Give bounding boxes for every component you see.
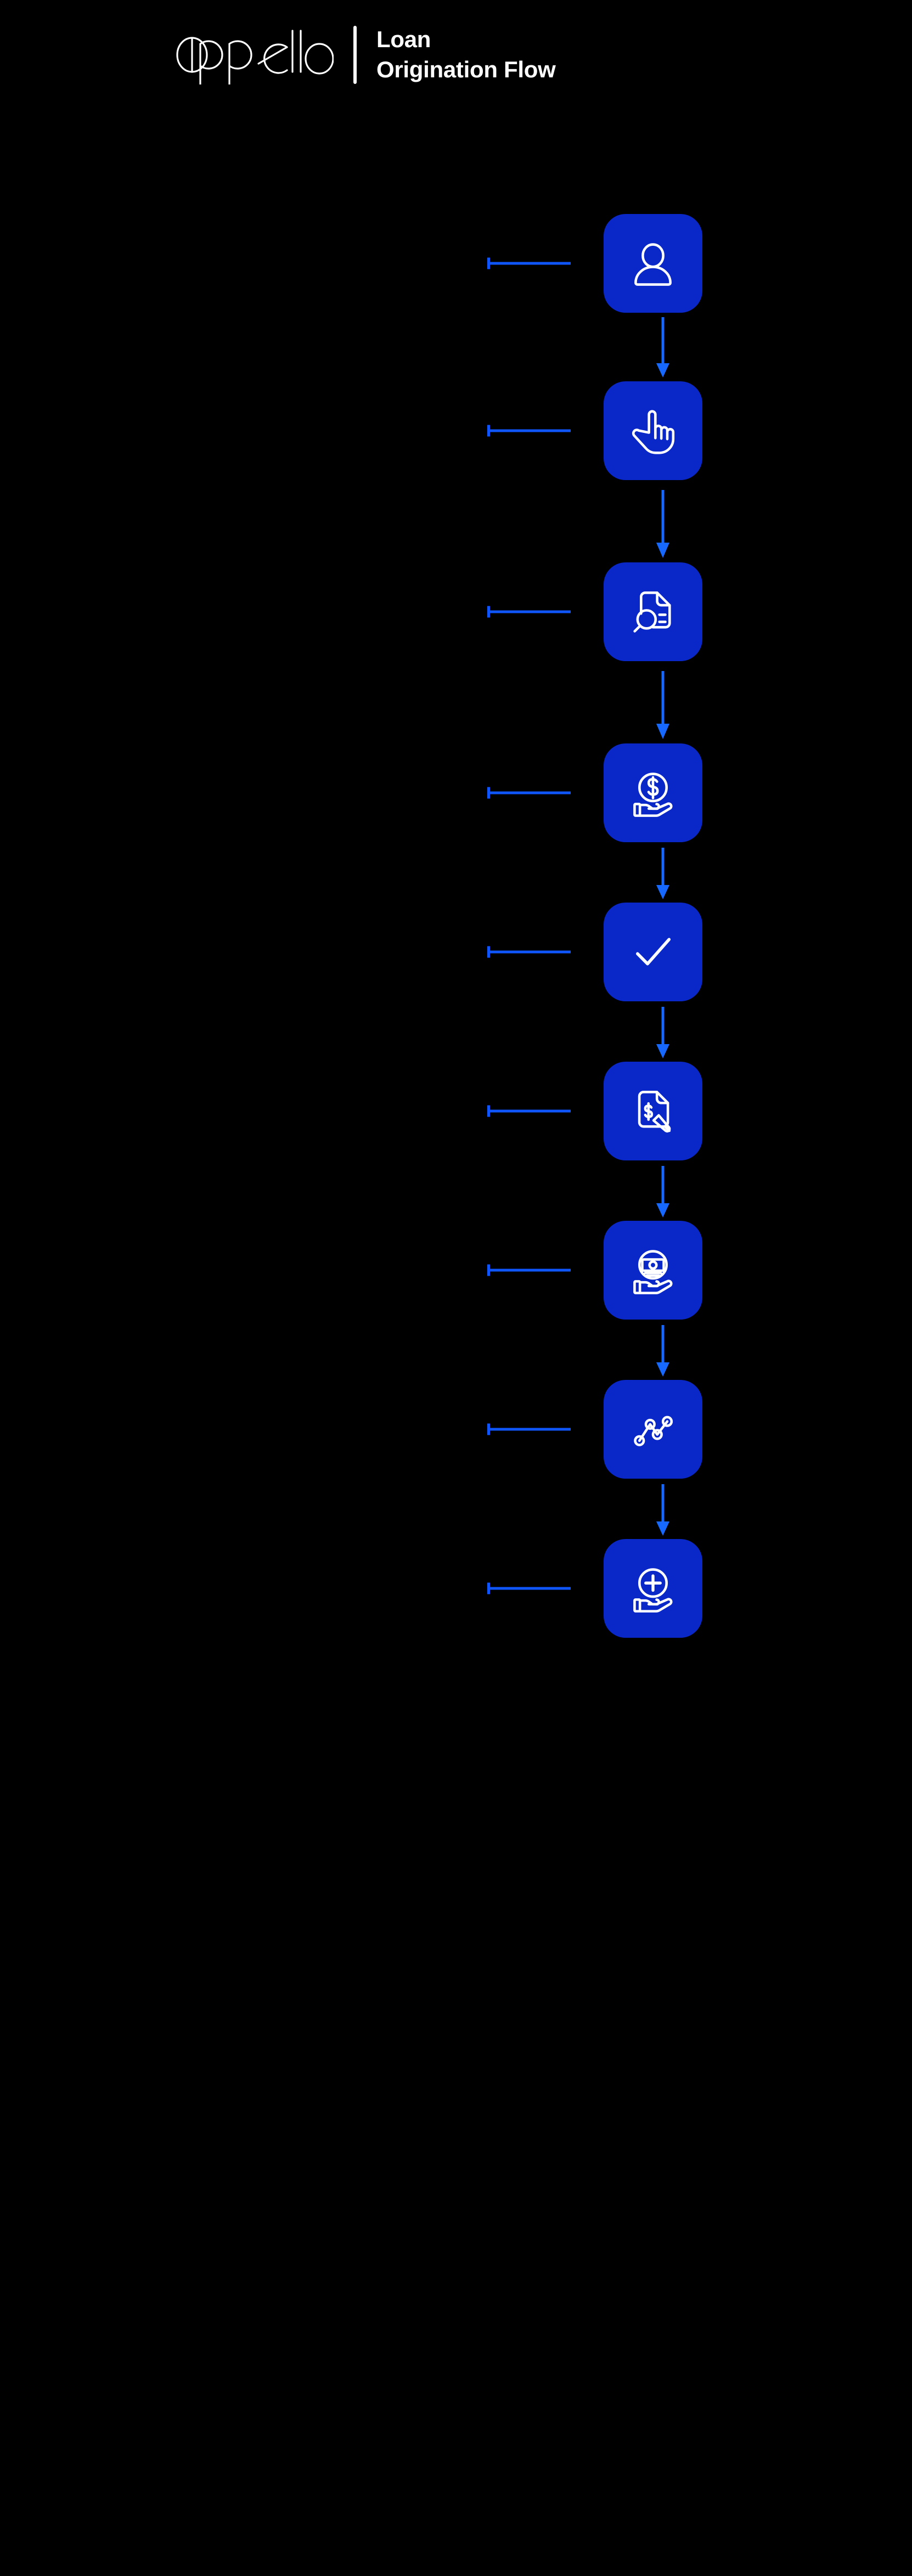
connector-rule <box>489 791 571 794</box>
hand-holding-dollar-coin-icon <box>633 773 673 817</box>
document-dollar-sign-pen-icon <box>638 1091 671 1133</box>
connector-tick-icon <box>487 606 490 618</box>
flow-step-3[interactable] <box>0 562 912 661</box>
document-search-icon <box>633 591 671 633</box>
connector-rule <box>489 262 571 265</box>
hand-holding-banknote-icon <box>633 1250 673 1294</box>
flow-arrow-2 <box>0 480 912 562</box>
flow-step-6[interactable] <box>0 1062 912 1160</box>
flow-diagram <box>0 214 912 1638</box>
connector-tick-icon <box>487 1423 490 1435</box>
flow-arrow-6 <box>0 1160 912 1221</box>
connector-tick-icon <box>487 425 490 437</box>
step-tile-5[interactable] <box>604 903 702 1001</box>
flow-step-4[interactable] <box>0 743 912 842</box>
connector-tick-icon <box>487 1582 490 1594</box>
connector-rule <box>489 950 571 954</box>
flow-arrow-1 <box>0 313 912 381</box>
connector-tick-icon <box>487 1105 490 1117</box>
step-connector-line-4 <box>487 787 571 799</box>
connector-rule <box>489 1269 571 1272</box>
flow-arrow-7 <box>0 1320 912 1380</box>
step-tile-7[interactable] <box>604 1221 702 1320</box>
step-connector-line-2 <box>487 425 571 437</box>
flow-arrow-8 <box>0 1479 912 1539</box>
connector-tick-icon <box>487 787 490 799</box>
connector-tick-icon <box>487 1264 490 1276</box>
flow-step-7[interactable] <box>0 1221 912 1320</box>
connector-tick-icon <box>487 946 490 958</box>
step-connector-line-6 <box>487 1105 571 1117</box>
step-tile-3[interactable] <box>604 562 702 661</box>
step-tile-9[interactable] <box>604 1539 702 1638</box>
flow-step-2[interactable] <box>0 381 912 480</box>
step-tile-2[interactable] <box>604 381 702 480</box>
flow-step-8[interactable] <box>0 1380 912 1479</box>
step-connector-line-9 <box>487 1582 571 1594</box>
header-divider <box>353 26 357 84</box>
step-tile-8[interactable] <box>604 1380 702 1479</box>
step-tile-4[interactable] <box>604 743 702 842</box>
user-icon <box>634 243 672 286</box>
connector-rule <box>489 1428 571 1431</box>
step-tile-6[interactable] <box>604 1062 702 1160</box>
step-connector-line-7 <box>487 1264 571 1276</box>
flow-step-5[interactable] <box>0 903 912 1001</box>
page-title: Loan Origination Flow <box>376 26 556 82</box>
step-connector-line-8 <box>487 1423 571 1435</box>
header-inner: Loan Origination Flow <box>159 25 556 86</box>
step-tile-1[interactable] <box>604 214 702 313</box>
appello-logo-icon <box>159 25 334 86</box>
flow-step-1[interactable] <box>0 214 912 313</box>
page-header: Loan Origination Flow <box>0 0 912 110</box>
connector-tick-icon <box>487 257 490 269</box>
connector-rule <box>489 1109 571 1113</box>
connector-rule <box>489 1587 571 1590</box>
flow-arrow-4 <box>0 842 912 903</box>
connector-rule <box>489 610 571 613</box>
flow-arrow-5 <box>0 1001 912 1062</box>
hand-holding-plus-icon <box>633 1568 673 1613</box>
pointing-hand-icon <box>632 410 675 454</box>
step-connector-line-5 <box>487 946 571 958</box>
line-chart-icon <box>634 1416 673 1446</box>
step-connector-line-1 <box>487 257 571 269</box>
step-connector-line-3 <box>487 606 571 618</box>
checkmark-icon <box>636 938 671 966</box>
connector-rule <box>489 429 571 432</box>
flow-arrow-3 <box>0 661 912 743</box>
flow-step-9[interactable] <box>0 1539 912 1638</box>
